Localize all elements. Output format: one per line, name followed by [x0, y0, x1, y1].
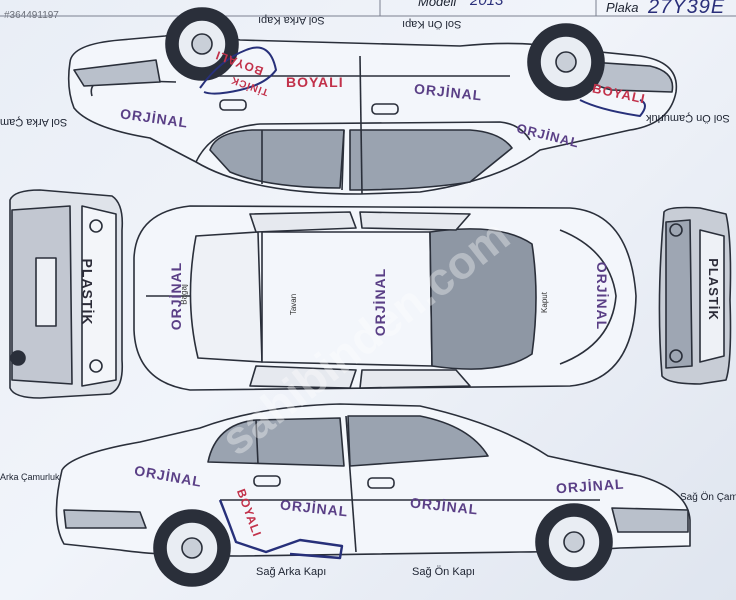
- label-sol-on-camurluk: Sol Ön Çamurluk: [646, 112, 730, 124]
- label-sag-arka-kapi: Sağ Arka Kapı: [256, 566, 327, 578]
- label-sag-on-kapi: Sağ Ön Kapı: [412, 566, 475, 578]
- label-tavan: Tavan: [289, 293, 299, 316]
- left-side-view: [67, 7, 678, 195]
- model-label: Modeli: [418, 0, 457, 9]
- stamp-roof: ORJİNAL: [372, 267, 389, 337]
- stamp-front-bumper: PLASTİK: [705, 258, 721, 321]
- stamp-top-rear-door-sticker: BOYALI: [286, 74, 344, 90]
- rear-bumper-view: [9, 189, 124, 399]
- stamp-trunk-lid: ORJİNAL: [168, 261, 185, 331]
- label-sol-on-kapi: Sol Ön Kapı: [402, 18, 462, 30]
- plate-value: 27Y39E: [648, 0, 726, 18]
- label-kaput: Kaput: [539, 292, 549, 313]
- model-value: 2013: [470, 0, 504, 9]
- top-view: [133, 205, 637, 391]
- label-sol-arka-camurluk: Sol Arka Çam: [0, 116, 68, 128]
- header-bar: Modeli 2013 Plaka 27Y39E: [0, 0, 736, 20]
- stamp-rear-bumper: PLASTİK: [79, 258, 96, 326]
- label-sag-on-camurluk: Sağ Ön Çam: [680, 492, 736, 503]
- plate-label: Plaka: [606, 0, 639, 15]
- right-side-view: [55, 403, 691, 587]
- stamp-hood: ORJİNAL: [594, 261, 611, 331]
- label-sol-arka-kapi: Sol Arka Kapı: [258, 14, 325, 26]
- label-arka-camurluk: Arka Çamurluk: [0, 472, 60, 482]
- front-bumper-view: [658, 206, 732, 385]
